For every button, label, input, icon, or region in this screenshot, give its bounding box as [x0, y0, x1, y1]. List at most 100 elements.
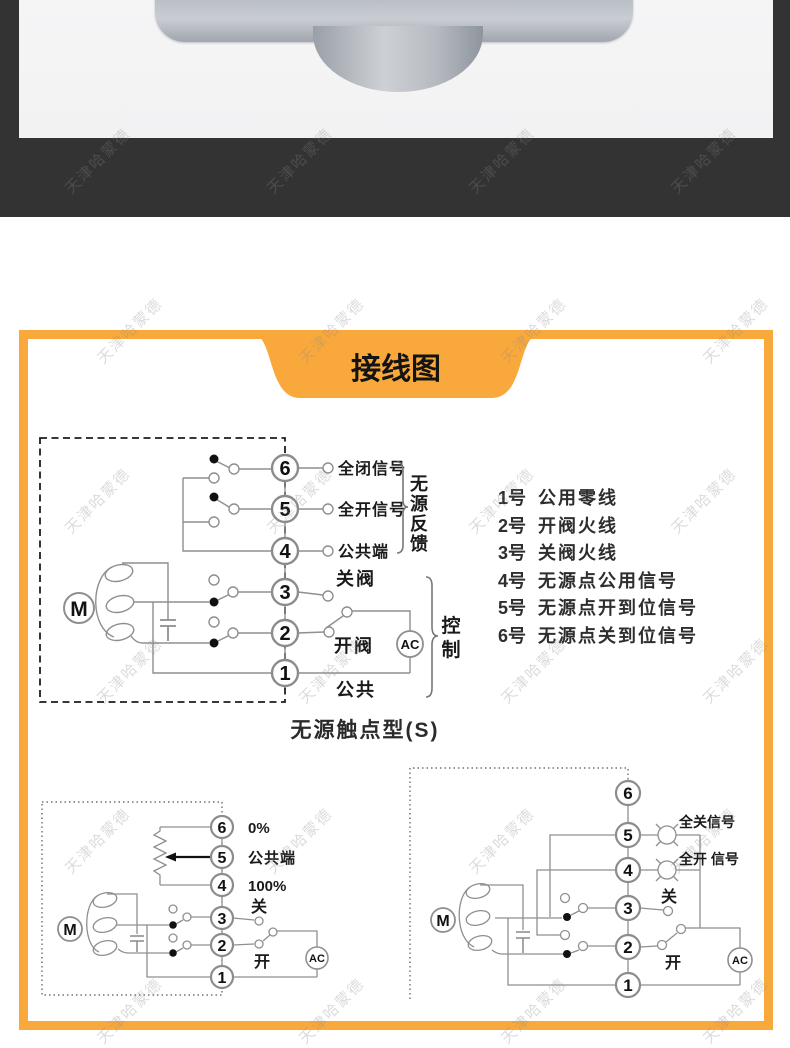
terminal-1 [270, 658, 300, 688]
legend-label: 无源点开到位信号 [538, 598, 698, 618]
svg-text:AC: AC [732, 955, 748, 967]
svg-text:3: 3 [279, 582, 290, 604]
product-boss-image [313, 26, 483, 92]
legend-label: 公用零线 [538, 488, 618, 508]
terminal-4 [270, 536, 300, 566]
legend-num: 1号 [498, 488, 527, 508]
svg-text:1: 1 [279, 663, 290, 685]
terminal-4 [209, 872, 235, 898]
terminals: 6 5 4 3 2 1 [614, 779, 642, 999]
svg-text:馈: 馈 [410, 533, 428, 554]
legend-label: 关阀火线 [538, 543, 618, 563]
svg-text:M: M [436, 913, 449, 930]
svg-text:3: 3 [218, 911, 227, 928]
terminal-6 [270, 453, 300, 483]
motor-icon: M [57, 916, 83, 942]
svg-text:AC: AC [309, 953, 325, 965]
legend-label: 开阀火线 [538, 515, 618, 536]
svg-text:2: 2 [218, 938, 227, 955]
dotted-enclosure [409, 767, 629, 999]
switch-contacts [168, 904, 278, 957]
group-brace-feedback: 无 源 反 馈 [396, 461, 428, 554]
terminal-5 [270, 494, 300, 524]
svg-text:100%: 100% [248, 878, 286, 895]
ac-source-icon: AC [305, 946, 329, 970]
legend-label: 无源点关到位信号 [538, 625, 698, 646]
wiring-diagram-potentiometer: M AC 6 5 4 3 2 1 0% 公共端 100% 关 开 [41, 801, 329, 996]
terminals: 6 5 4 3 2 1 [270, 453, 300, 688]
legend-list: 1号公用零线 2号开阀火线 3号关阀火线 4号无源点公用信号 5号无源点开到位信… [498, 484, 698, 649]
legend-num: 3号 [498, 543, 527, 563]
ac-source-icon: AC [396, 630, 424, 658]
svg-text:制: 制 [441, 638, 460, 661]
svg-text:全开 信号: 全开 信号 [678, 851, 739, 867]
svg-text:M: M [70, 598, 88, 621]
svg-text:全关信号: 全关信号 [678, 814, 735, 830]
svg-text:4: 4 [623, 861, 633, 880]
terminal-2 [209, 932, 235, 958]
legend-num: 4号 [498, 570, 527, 591]
legend-item: 4号无源点公用信号 [498, 567, 698, 595]
switch-contacts [208, 454, 353, 648]
svg-text:关: 关 [251, 897, 267, 916]
page-title: 接线图 [351, 353, 441, 386]
capacitor-icon [160, 619, 176, 641]
svg-text:0%: 0% [248, 820, 270, 837]
terminal-1 [614, 971, 642, 999]
legend-num: 2号 [498, 515, 527, 536]
product-photo-panel [19, 0, 773, 138]
legend-item: 2号开阀火线 [498, 512, 698, 540]
terminal-2 [614, 933, 642, 961]
svg-text:5: 5 [623, 826, 632, 845]
group-brace-control: 控 制 [425, 576, 461, 698]
svg-text:2: 2 [623, 938, 632, 957]
wiring-diagram-s: M AC 6 5 4 3 2 1 全闭信号 全开信号 公共端 关阀 开阀 公共 … [39, 437, 461, 703]
terminal-6 [614, 779, 642, 807]
terminals: 6 5 4 3 2 1 [209, 814, 235, 990]
svg-text:3: 3 [623, 899, 632, 918]
svg-text:源: 源 [410, 493, 428, 514]
terminal-5 [614, 821, 642, 849]
title-tab-shape [254, 334, 538, 398]
legend-num: 5号 [498, 598, 527, 618]
wires [95, 460, 411, 674]
title-tab: 接线图 [254, 334, 538, 398]
terminal-labels: 全闭信号 全开信号 公共端 关阀 开阀 公共 [334, 459, 405, 700]
ac-source-icon: AC [727, 947, 753, 973]
svg-text:1: 1 [218, 970, 227, 987]
svg-text:关阀: 关阀 [336, 568, 376, 589]
terminal-3 [270, 577, 300, 607]
svg-text:无: 无 [410, 474, 428, 494]
motor-windings-icon [104, 563, 135, 642]
terminal-5 [209, 844, 235, 870]
legend-item: 6号无源点关到位信号 [498, 622, 698, 650]
svg-text:1: 1 [623, 976, 632, 995]
svg-text:开阀: 开阀 [334, 635, 374, 656]
motor-icon: M [63, 592, 95, 624]
motor-icon: M [430, 907, 456, 933]
dotted-enclosure [41, 801, 223, 996]
svg-text:公共端: 公共端 [248, 849, 296, 867]
capacitor-icon [130, 935, 144, 952]
wiring-diagram-lamp: M AC 6 5 4 3 2 1 全关信号 全开 信号 关 开 [409, 767, 753, 999]
svg-text:4: 4 [279, 541, 291, 563]
svg-text:4: 4 [218, 878, 227, 895]
legend-item: 3号关阀火线 [498, 539, 698, 567]
svg-text:开: 开 [254, 953, 270, 971]
svg-text:开: 开 [665, 954, 681, 972]
terminal-labels: 0% 公共端 100% 关 开 [248, 820, 296, 971]
lamp-icons [655, 823, 679, 882]
motor-windings-icon [465, 882, 493, 952]
terminal-1 [209, 964, 235, 990]
svg-text:公共: 公共 [336, 680, 376, 700]
terminal-2 [270, 618, 300, 648]
svg-text:M: M [63, 922, 76, 939]
lamp-close-signal-icon [657, 825, 677, 845]
svg-text:反: 反 [410, 514, 428, 534]
svg-text:公共端: 公共端 [338, 542, 389, 561]
terminal-3 [614, 894, 642, 922]
svg-text:6: 6 [218, 820, 227, 837]
svg-text:5: 5 [218, 850, 227, 867]
wires [458, 793, 741, 986]
legend-item: 1号公用零线 [498, 484, 698, 512]
